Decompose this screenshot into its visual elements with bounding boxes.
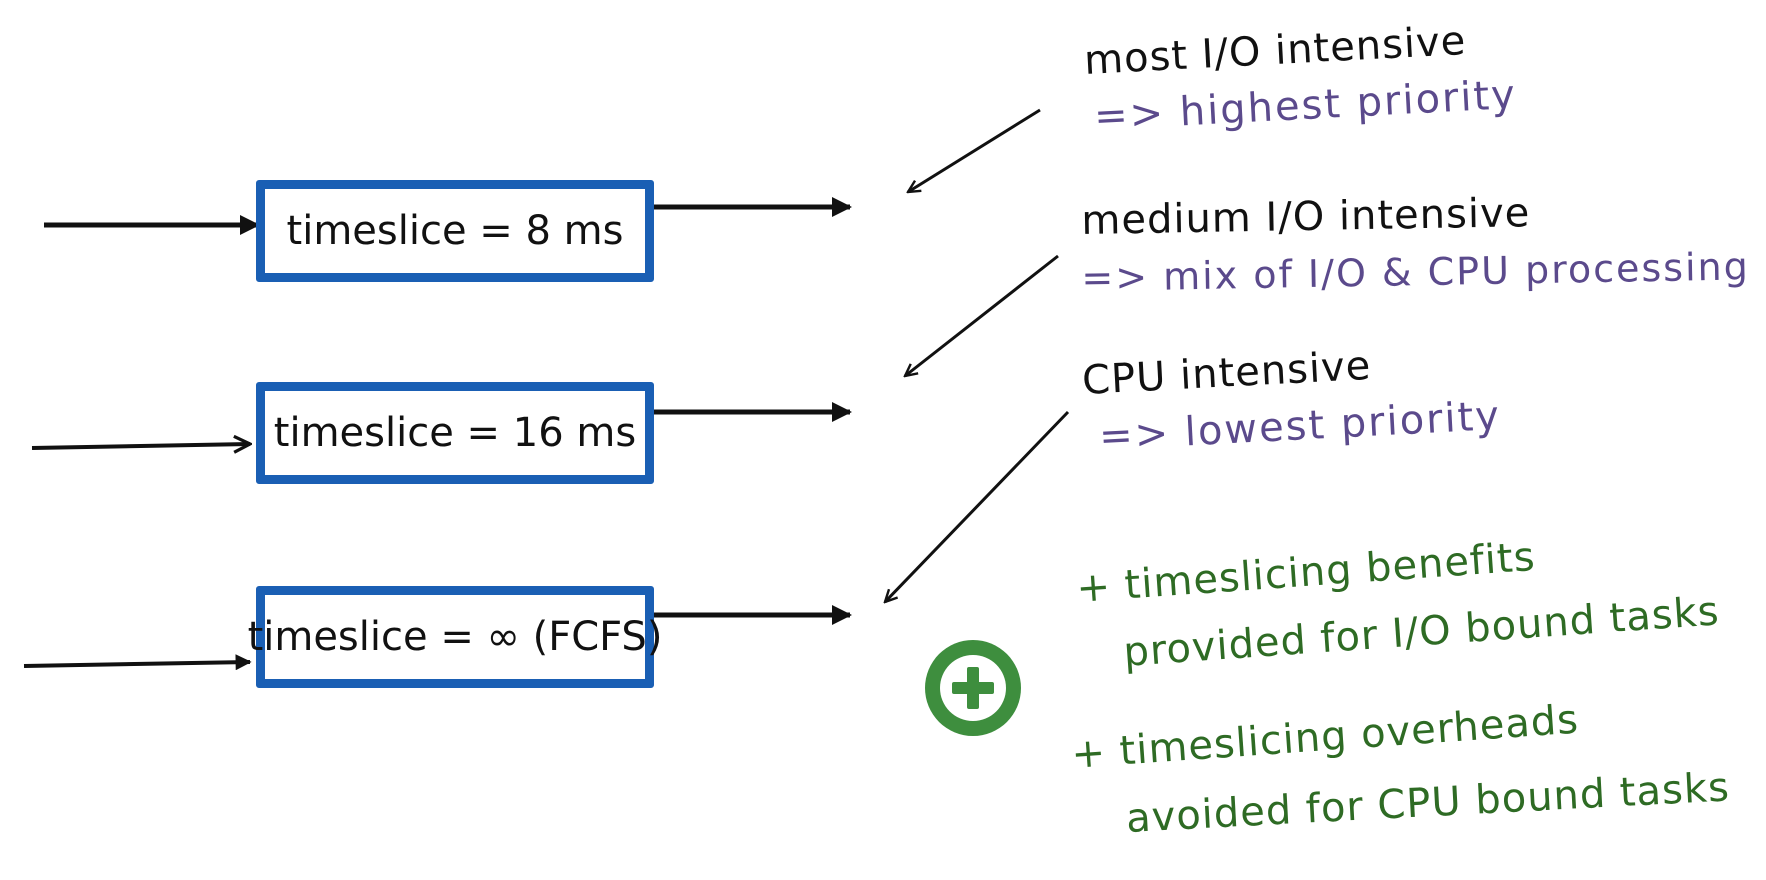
queue-box-2: timeslice = 16 ms xyxy=(256,382,654,484)
queue-box-3: timeslice = ∞ (FCFS) xyxy=(248,586,662,688)
queue-box-1: timeslice = 8 ms xyxy=(256,180,654,282)
pointer-arrow-cpu xyxy=(885,410,1070,602)
queue-label-3: timeslice = ∞ (FCFS) xyxy=(247,614,663,660)
pointer-arrow-most-io xyxy=(908,108,1041,192)
incoming-arrow-queue-3 xyxy=(23,654,252,671)
plus-circle-icon xyxy=(925,640,1021,736)
incoming-arrow-queue-2 xyxy=(31,444,250,448)
queue-label-1: timeslice = 8 ms xyxy=(286,208,624,254)
queue-label-2: timeslice = 16 ms xyxy=(273,410,637,456)
note-title-medium-io: medium I/O intensive xyxy=(1081,190,1531,244)
pointer-arrow-medium-io xyxy=(905,254,1059,376)
